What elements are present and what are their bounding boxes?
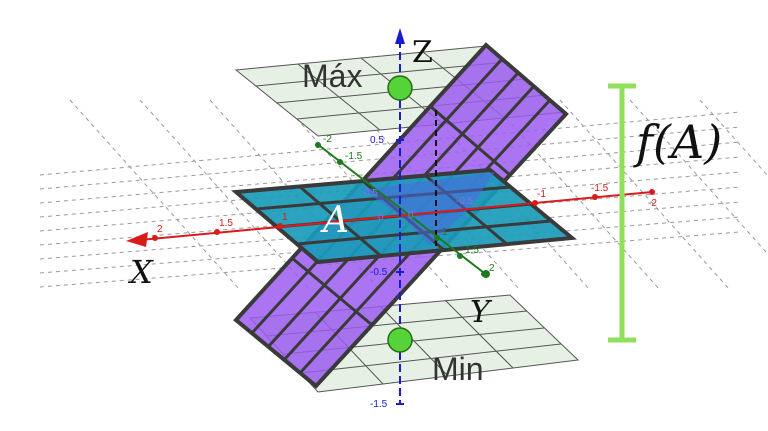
y-tick-label: -1.5 — [345, 151, 363, 162]
region-a-label: A — [320, 200, 349, 241]
min-point[interactable] — [387, 327, 413, 353]
y-tick-mark — [337, 159, 343, 165]
x-tick-label: -2 — [648, 198, 657, 209]
x-tick-mark — [214, 229, 220, 235]
image-bracket — [608, 83, 636, 343]
x-tick-label: -1 — [537, 189, 546, 200]
z-tick-label: 0.5 — [370, 135, 384, 146]
origin-tick-label: 0 — [378, 212, 384, 223]
grid-line — [559, 99, 731, 291]
y-tick-label: 1.5 — [465, 245, 479, 256]
y-tick-label: 2 — [489, 263, 495, 274]
x-tick-label: 2 — [157, 224, 163, 235]
max-label: Máx — [302, 58, 362, 94]
y-tick-label: -2 — [323, 134, 332, 145]
grid-line — [349, 99, 521, 291]
f-of-a-label: f(A) — [633, 115, 722, 169]
x-tick-mark — [649, 189, 655, 195]
axis-ticks: 2 1.5 1 -1 -1.5 -2 -2 -1.5 1 1.5 2 0.5 -0.5 -1.5 0 0 0.5… — [152, 134, 657, 410]
y-axis-label: Y — [470, 295, 493, 330]
x-tick-label: -1.5 — [591, 183, 609, 194]
grid-line — [699, 99, 768, 177]
origin-tick-label: 0 — [408, 210, 414, 221]
min-label: Min — [432, 351, 484, 387]
grid-line — [209, 99, 381, 291]
x-tick-mark — [592, 194, 598, 200]
z-tick-label: -0.5 — [370, 267, 388, 278]
z-tick-label: -1.5 — [370, 399, 388, 410]
grid-line — [69, 99, 241, 291]
x-tick-mark — [532, 200, 538, 206]
origin-tick-label: 0.5 — [364, 188, 378, 199]
y-tick-mark — [315, 142, 321, 148]
x-axis — [126, 191, 653, 247]
x-tick-mark — [277, 223, 283, 229]
x-tick-label: 1.5 — [219, 218, 233, 229]
y-tick-mark — [481, 271, 487, 277]
z-axis-label: Z — [412, 35, 433, 70]
x-tick-label: 1 — [282, 212, 288, 223]
grid-line — [629, 99, 768, 255]
origin-tick-label: -0.5 — [456, 196, 474, 207]
y-tick-mark — [434, 235, 440, 241]
x-axis-label: X — [127, 253, 154, 291]
grid-line — [139, 99, 311, 291]
max-point[interactable] — [387, 75, 413, 101]
x-tick-mark — [152, 235, 158, 241]
y-tick-mark — [457, 253, 463, 259]
y-tick-label: 1 — [442, 227, 448, 238]
grid-line — [279, 99, 451, 291]
